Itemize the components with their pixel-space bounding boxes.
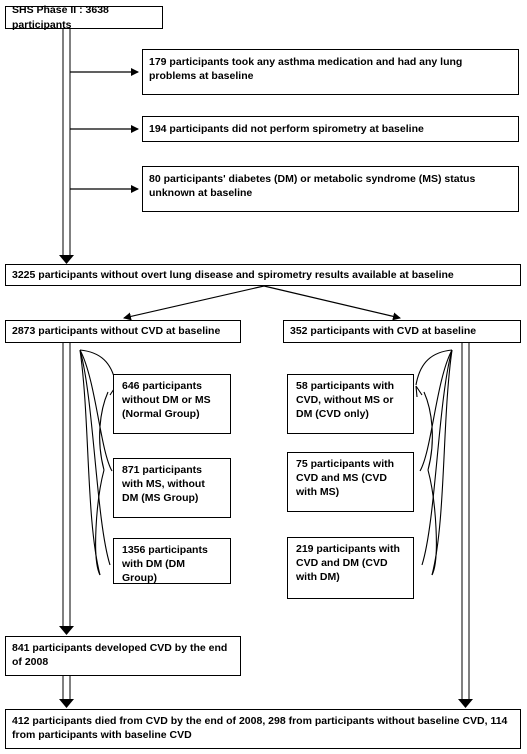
left-group-curves: [79, 349, 117, 576]
start-box: SHS Phase II : 3638 participants: [5, 4, 163, 31]
exclusion-box-asthma: 179 participants took any asthma medicat…: [142, 49, 519, 95]
cvd-with-dm-group-box: 219 participants with CVD and DM (CVD wi…: [287, 537, 414, 599]
exclusion-box-spirometry: 194 participants did not perform spirome…: [142, 116, 519, 142]
eligible-box: 3225 participants without overt lung dis…: [5, 264, 521, 286]
split-arrows: [123, 285, 401, 321]
developed-to-died-arrow: [59, 675, 74, 708]
main-trunk-arrow: [59, 29, 74, 264]
dm-group-box: 1356 participants with DM (DM Group): [113, 538, 231, 584]
right-column-arrow: [458, 343, 473, 708]
died-cvd-box: 412 participants died from CVD by the en…: [5, 709, 521, 749]
ms-group-box: 871 participants with MS, without DM (MS…: [113, 458, 231, 518]
normal-group-box: 646 participants without DM or MS (Norma…: [113, 374, 231, 434]
exclusion-branch-arrows: [70, 68, 139, 193]
right-group-curves: [415, 349, 453, 576]
left-column-arrow: [59, 343, 74, 635]
with-cvd-header: 352 participants with CVD at baseline: [283, 320, 521, 343]
cvd-with-ms-group-box: 75 participants with CVD and MS (CVD wit…: [287, 452, 414, 512]
developed-cvd-box: 841 participants developed CVD by the en…: [5, 636, 241, 676]
without-cvd-header: 2873 participants without CVD at baselin…: [5, 320, 241, 343]
exclusion-box-status-unknown: 80 participants' diabetes (DM) or metabo…: [142, 166, 519, 212]
cvd-only-group-box: 58 participants with CVD, without MS or …: [287, 374, 414, 434]
